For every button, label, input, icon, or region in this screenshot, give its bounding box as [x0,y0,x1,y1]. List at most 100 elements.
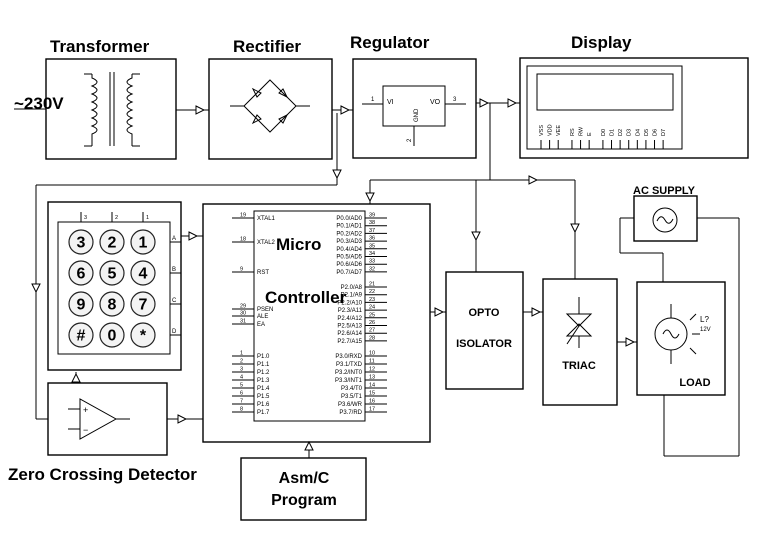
controller-label: Controller [265,288,347,307]
mcu-left-pin-number: 29 [240,304,246,310]
keypad-key[interactable] [99,322,125,348]
keypad-row-label: A [172,236,176,242]
mcu-right-pin-name: P2.4/A12 [337,316,362,322]
keypad-key-label: 1 [139,235,148,252]
mcu-right-pin-name: P3.7/RD [339,410,362,416]
mcu-right-pin-number: 27 [369,328,375,334]
connection-wires [14,102,740,458]
keypad-block [47,201,182,371]
mcu-right-pin-number: 24 [369,305,375,311]
mcu-right-pin-name: P0.5/AD5 [336,255,362,261]
mcu-left-pin-number: 8 [240,407,243,413]
mcu-left-pin-number: 5 [240,383,243,389]
ac-supply-title: AC SUPPLY [633,185,696,197]
mcu-right-pin-number: 14 [369,383,375,389]
keypad-key-label: 0 [108,328,117,345]
mcu-left-pin-number: 4 [240,375,243,381]
opto-isolator-block [445,271,524,390]
lcd-pin-label: VDD [548,124,554,136]
keypad-key[interactable] [99,291,125,317]
opamp-symbol: + − [68,398,130,440]
lcd-screen [536,73,674,111]
mcu-right-pin-name: P3.2/INT0 [335,370,363,376]
mcu-left-pin-name: EA [257,322,265,328]
mcu-right-pin-name: P0.7/AD7 [336,270,362,276]
zcd-block [47,382,168,456]
mcu-right-pin-name: P2.7/A15 [337,339,362,345]
transformer-block [45,58,177,160]
keypad-key-label: 5 [108,266,117,283]
keypad-row-label: C [172,298,177,304]
mcu-right-pin-name: P3.1/TXD [336,362,363,368]
mcu-left-pin-number: 6 [240,391,243,397]
svg-text:+: + [83,405,88,415]
micro-label: Micro [276,235,321,254]
mcu-left-pin-number: 7 [240,399,243,405]
mcu-left-pin-name: P1.5 [257,394,270,400]
keypad-key-label: 7 [139,297,148,314]
keypad-key[interactable] [99,229,125,255]
keypad-key[interactable] [68,229,94,255]
transformer-title: Transformer [50,37,150,56]
lcd-pin-label: D1 [610,129,616,136]
supply-voltage-label: ~230V [14,94,64,113]
lamp-rating-label: 12V [700,327,711,333]
keypad-key-label: 9 [77,297,86,314]
isolator-label: ISOLATOR [456,338,512,350]
lcd-pin-label: D4 [635,129,641,136]
keypad-row-label: B [172,267,176,273]
mcu-right-pin-name: P2.6/A14 [337,331,362,337]
keypad-key-label: 4 [139,266,148,283]
mcu-right-pin-number: 37 [369,228,375,234]
mcu-right-pin-number: 28 [369,335,375,341]
mcu-right-pin-number: 36 [369,236,375,242]
svg-text:−: − [83,425,88,435]
mcu-right-pin-number: 34 [369,251,375,257]
mcu-left-pin-name: ALE [257,314,268,320]
mcu-right-pin-name: P0.0/AD0 [336,216,362,222]
mcu-left-pin-name: XTAL2 [257,240,276,246]
mcu-right-pin-number: 13 [369,375,375,381]
keypad-key[interactable] [130,322,156,348]
opto-label: OPTO [469,307,500,319]
triac-symbol [565,297,593,348]
mcu-right-pin-name: P0.3/AD3 [336,239,362,245]
keypad-key-label: 8 [108,297,117,314]
mcu-left-pin-name: RST [257,270,269,276]
mcu-left-pin-number: 1 [240,351,243,357]
lcd-pin-label: D0 [601,129,607,136]
regulator-vo-label: VO [430,99,441,106]
mcu-left-pin-name: P1.2 [257,370,270,376]
mcu-right-pin-number: 38 [369,220,375,226]
mcu-right-pin-number: 32 [369,266,375,272]
mcu-right-pin-number: 16 [369,399,375,405]
keypad-col-label: 2 [115,215,118,221]
mcu-right-pin-name: P0.6/AD6 [336,262,362,268]
lcd-pin-label: VEE [556,125,562,136]
keypad-key[interactable] [68,291,94,317]
microcontroller-block [202,203,431,443]
mcu-left-pin-number: 30 [240,311,246,317]
mcu-right-pin-number: 17 [369,407,375,413]
keypad-key[interactable] [68,322,94,348]
keypad-key[interactable] [99,260,125,286]
mcu-right-pin-number: 26 [369,320,375,326]
keypad-key-label: # [77,328,86,345]
bridge-rectifier-symbol [230,79,310,133]
keypad-key[interactable] [130,260,156,286]
triac-label: TRIAC [562,360,596,372]
mcu-left-pin-number: 9 [240,267,243,273]
regulator-gnd-label: GND [414,108,420,122]
mcu-left-pin-name: P1.7 [257,410,270,416]
keypad-key[interactable] [130,291,156,317]
regulator-pin3: 3 [453,97,457,103]
keypad-key[interactable] [68,260,94,286]
mcu-left-pin-name: P1.3 [257,378,270,384]
keypad-row-label: D [172,329,177,335]
mcu-right-pin-number: 10 [369,351,375,357]
mcu-right-pin-number: 25 [369,312,375,318]
mcu-left-pin-name: P1.4 [257,386,270,392]
mcu-right-pin-name: P0.4/AD4 [336,247,362,253]
keypad-key[interactable] [130,229,156,255]
regulator-pin2: 2 [407,138,413,142]
